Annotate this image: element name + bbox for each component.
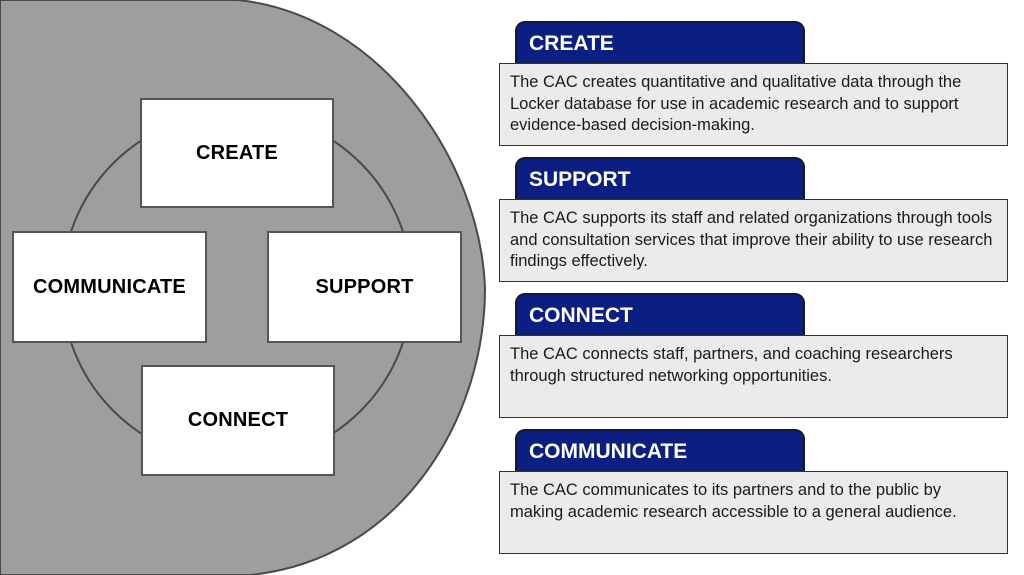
cycle-box-support-label: SUPPORT xyxy=(315,275,414,298)
card-body-communicate: The CAC communicates to its partners and… xyxy=(499,471,1008,554)
card-tab-support: SUPPORT xyxy=(515,157,805,201)
card-text-connect: The CAC connects staff, partners, and co… xyxy=(510,345,953,385)
card-text-communicate: The CAC communicates to its partners and… xyxy=(510,481,957,521)
card-tab-create: CREATE xyxy=(515,21,805,65)
card-title-support: SUPPORT xyxy=(529,168,631,191)
card-text-create: The CAC creates quantitative and qualita… xyxy=(510,73,962,134)
card-tab-connect: CONNECT xyxy=(515,293,805,337)
cycle-box-connect-label: CONNECT xyxy=(187,409,289,431)
card-tab-communicate: COMMUNICATE xyxy=(515,429,805,473)
card-body-connect: The CAC connects staff, partners, and co… xyxy=(499,335,1008,418)
card-body-create: The CAC creates quantitative and qualita… xyxy=(499,63,1008,146)
cycle-box-create: CREATE xyxy=(140,98,334,208)
cycle-box-support: SUPPORT xyxy=(267,231,462,343)
card-text-support: The CAC supports its staff and related o… xyxy=(510,209,993,270)
card-title-communicate: COMMUNICATE xyxy=(529,440,688,463)
cycle-box-communicate: COMMUNICATE xyxy=(12,231,207,343)
card-title-connect: CONNECT xyxy=(529,304,633,327)
half-disc-shape xyxy=(0,0,487,575)
card-title-create: CREATE xyxy=(529,32,614,55)
card-body-support: The CAC supports its staff and related o… xyxy=(499,199,1008,282)
cycle-box-create-label: CREATE xyxy=(196,141,278,164)
cycle-box-connect: CONNECT xyxy=(141,365,335,476)
cycle-box-communicate-label: COMMUNICATE xyxy=(33,275,186,298)
